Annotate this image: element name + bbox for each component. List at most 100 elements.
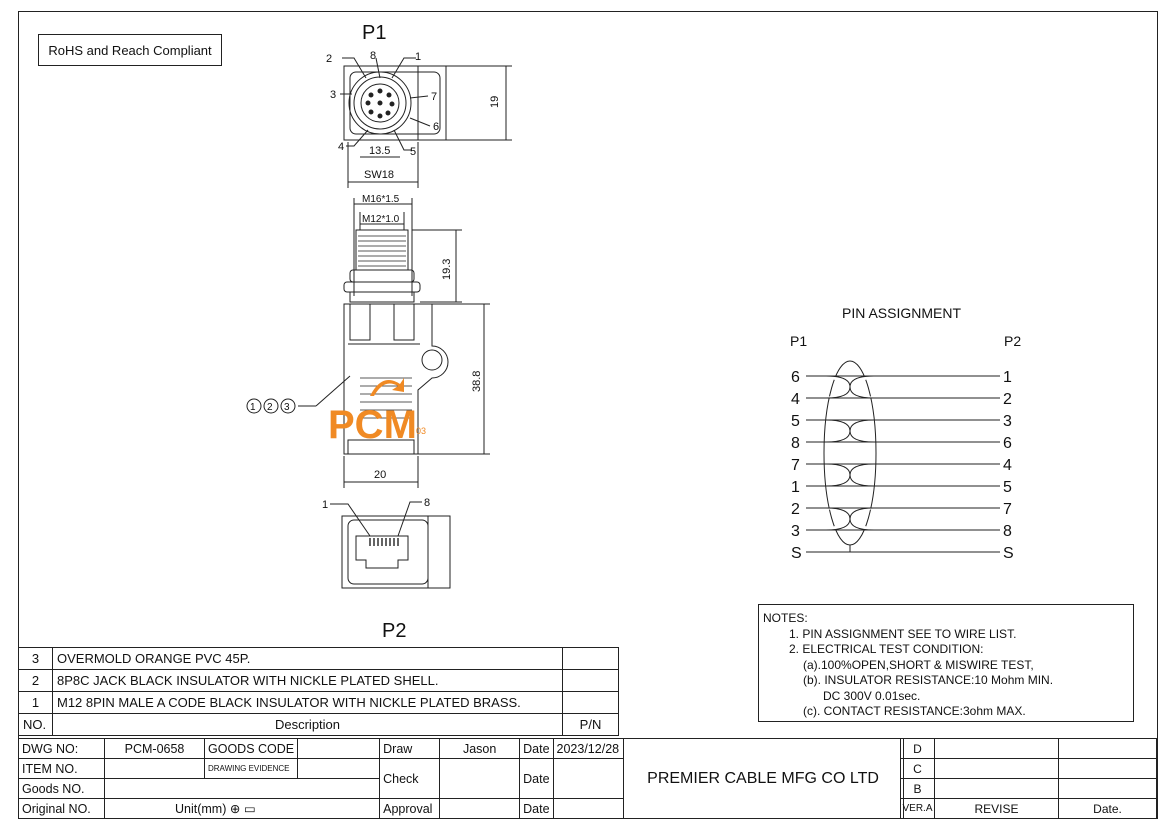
original-no-label: Original NO. xyxy=(18,798,105,819)
p1-wire-pin: 1 xyxy=(791,479,800,496)
p1-wire-pin: 4 xyxy=(791,391,800,408)
p1-wire-pin: 2 xyxy=(791,501,800,518)
bom-header-desc: Description xyxy=(52,713,563,736)
bom-pn xyxy=(562,647,619,670)
approval-date xyxy=(552,798,624,819)
revision-date-label: Date. xyxy=(1058,798,1157,819)
notes-title: NOTES: xyxy=(763,611,808,625)
goods-code-label: GOODS CODE xyxy=(203,738,299,759)
p1-front-housing xyxy=(343,65,447,141)
p2-wire-pin: 4 xyxy=(1003,457,1012,474)
bom-header-pn: P/N xyxy=(562,713,619,736)
revision-block: D C B VER.A REVISE Date. xyxy=(900,738,1157,819)
dim-m12: M12*1.0 xyxy=(362,214,400,225)
drawing-frame xyxy=(18,11,1158,819)
dim-38-8: 38.8 xyxy=(471,371,483,392)
bom-pn xyxy=(562,691,619,714)
bill-of-materials: 3 OVERMOLD ORANGE PVC 45P. 2 8P8C JACK B… xyxy=(18,647,619,736)
p1-pin-label: 7 xyxy=(431,91,437,103)
p1-wire-pin: 5 xyxy=(791,413,800,430)
p2-wire-pin: 2 xyxy=(1003,391,1012,408)
draw-label: Draw xyxy=(379,738,441,759)
approval-label: Approval xyxy=(379,798,441,819)
revision-row-label: B xyxy=(900,778,935,799)
bom-row: 3 OVERMOLD ORANGE PVC 45P. xyxy=(18,647,619,670)
check-date xyxy=(552,758,624,799)
p1-pin-label: 2 xyxy=(326,53,332,65)
drawing-evidence-value xyxy=(297,758,381,779)
bom-desc: M12 8PIN MALE A CODE BLACK INSULATOR WIT… xyxy=(52,691,563,714)
date-label: Date xyxy=(519,798,554,819)
bom-desc: OVERMOLD ORANGE PVC 45P. xyxy=(52,647,563,670)
bom-desc: 8P8C JACK BLACK INSULATOR WITH NICKLE PL… xyxy=(52,669,563,692)
note-line: (b). INSULATOR RESISTANCE:10 Mohm MIN. xyxy=(803,673,1054,687)
date-label: Date xyxy=(519,738,554,759)
p2-wire-pin: 8 xyxy=(1003,523,1012,540)
bom-no: 2 xyxy=(18,669,53,692)
rj45-pin-right: 8 xyxy=(424,497,430,509)
item-no-value xyxy=(104,758,205,779)
p2-jack-housing xyxy=(341,515,451,589)
p1-pin-label: 8 xyxy=(370,50,376,62)
p1-wire-pin: S xyxy=(791,545,802,562)
p1-wire-pin: 8 xyxy=(791,435,800,452)
note-line: (c). CONTACT RESISTANCE:3ohm MAX. xyxy=(803,704,1026,718)
dim-19-3: 19.3 xyxy=(441,259,453,280)
check-name xyxy=(439,758,521,799)
note-line: DC 300V 0.01sec. xyxy=(823,688,921,703)
draw-name: Jason xyxy=(439,738,521,759)
p2-wire-pin: 1 xyxy=(1003,369,1012,386)
dim-sw18: SW18 xyxy=(364,169,394,181)
revision-revise-label: REVISE xyxy=(934,798,1059,819)
revision-ver-label: VER.A xyxy=(900,798,935,819)
p2-wire-pin: 6 xyxy=(1003,435,1012,452)
unit-label: Unit(mm) xyxy=(175,802,227,816)
company-name: PREMIER CABLE MFG CO LTD xyxy=(622,738,904,819)
bom-header-no: NO. xyxy=(18,713,53,736)
dwg-no-label: DWG NO: xyxy=(18,738,105,759)
p2-wire-pin: 5 xyxy=(1003,479,1012,496)
bom-header: NO. Description P/N xyxy=(18,713,619,736)
goods-code-value xyxy=(297,738,381,759)
revision-row-label: C xyxy=(900,758,935,779)
callout-number: 2 xyxy=(267,402,273,413)
p2-wire-pin: 3 xyxy=(1003,413,1012,430)
check-label: Check xyxy=(379,758,441,799)
notes-box: NOTES: 1. PIN ASSIGNMENT SEE TO WIRE LIS… xyxy=(758,604,1134,722)
pcm-logo-mark: 03 xyxy=(416,426,426,436)
p1-pin-label: 3 xyxy=(330,89,336,101)
p1-wire-pin: 6 xyxy=(791,369,800,386)
p1-pin-label: 1 xyxy=(415,51,421,63)
pin-assignment-left-header: P1 xyxy=(790,333,807,349)
goods-no-value xyxy=(103,778,381,799)
dim-19: 19 xyxy=(489,96,501,108)
callout-number: 1 xyxy=(250,402,256,413)
pcm-logo: PCM 03 xyxy=(328,378,426,447)
date-label: Date xyxy=(519,758,554,799)
callout-number: 3 xyxy=(284,402,290,413)
item-no-label: ITEM NO. xyxy=(18,758,105,779)
pin-assignment-title: PIN ASSIGNMENT xyxy=(842,305,961,321)
projection-symbol-icon: ⊕ ▭ xyxy=(229,802,256,816)
unit-cell: Unit(mm) ⊕ ▭ xyxy=(103,798,381,819)
bom-no: 3 xyxy=(18,647,53,670)
bom-row: 1 M12 8PIN MALE A CODE BLACK INSULATOR W… xyxy=(18,691,619,714)
p1-pin-label: 5 xyxy=(410,146,416,158)
note-line: 2. ELECTRICAL TEST CONDITION: xyxy=(789,642,984,656)
note-line: 1. PIN ASSIGNMENT SEE TO WIRE LIST. xyxy=(789,626,1017,641)
goods-no-label: Goods NO. xyxy=(18,778,105,799)
p1-pin-label: 6 xyxy=(433,121,439,133)
p2-label: P2 xyxy=(382,620,407,642)
drawing-evidence-label: DRAWING EVIDENCE xyxy=(203,758,299,779)
rj45-pin-left: 1 xyxy=(322,499,328,511)
revision-row-label: D xyxy=(900,738,935,759)
p2-wire-pin: S xyxy=(1003,545,1014,562)
p1-wire-pin: 3 xyxy=(791,523,800,540)
dim-m16: M16*1.5 xyxy=(362,194,400,205)
bom-row: 2 8P8C JACK BLACK INSULATOR WITH NICKLE … xyxy=(18,669,619,692)
p1-pin-label: 4 xyxy=(338,141,344,153)
pcm-logo-text: PCM xyxy=(328,403,417,447)
bom-pn xyxy=(562,669,619,692)
note-line: (a).100%OPEN,SHORT & MISWIRE TEST, xyxy=(803,657,1034,672)
